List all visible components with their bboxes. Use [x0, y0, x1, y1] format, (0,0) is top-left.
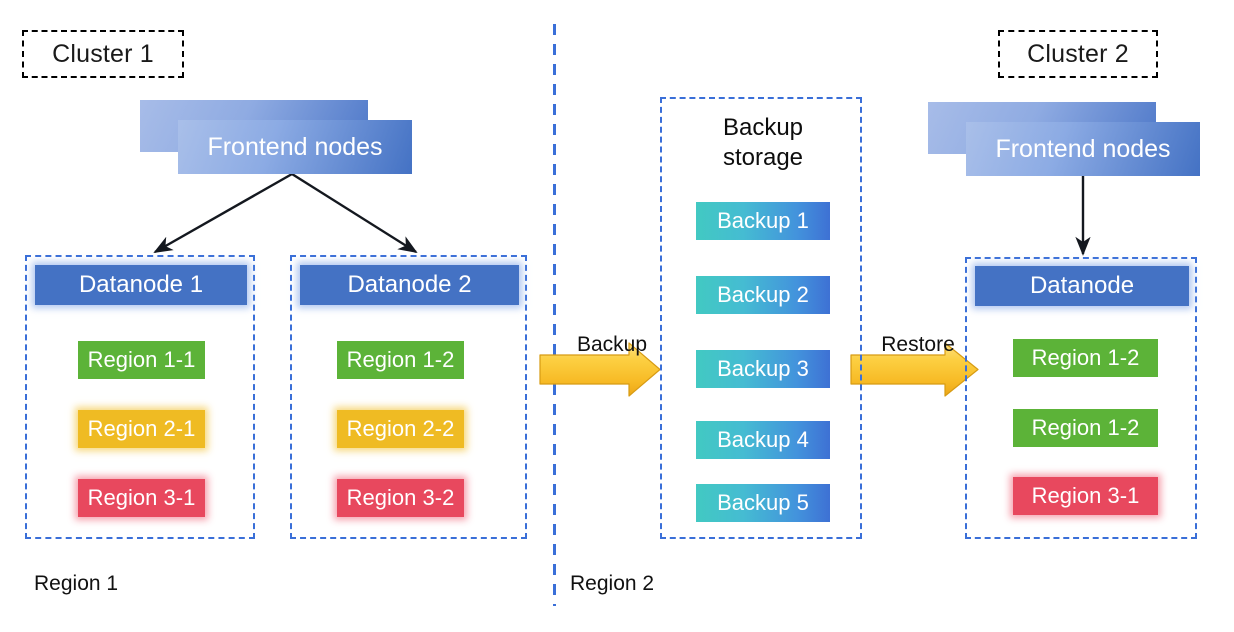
arrow-frontend-to-datanode1 [153, 172, 293, 254]
region-label-3-2: Region 1-2 [1031, 415, 1140, 440]
backup-chip-1[interactable]: Backup 1 [696, 202, 830, 240]
backup-label-2: Backup 2 [717, 282, 809, 307]
backup-storage-title: Backup storage [662, 113, 864, 173]
region-chip-2-2[interactable]: Region 2-2 [337, 410, 464, 448]
backup-label-3: Backup 3 [717, 356, 809, 381]
region-1-caption-text: Region 1 [34, 572, 119, 595]
region-label-1-1: Region 1-1 [87, 347, 196, 372]
backup-label-4: Backup 4 [717, 427, 809, 452]
datanode-name-3: Datanode [1029, 272, 1135, 299]
frontend-node-front-card-2: Frontend nodes [966, 122, 1200, 176]
backup-flow-label: Backup [566, 333, 658, 357]
region-chip-1-3[interactable]: Region 3-1 [78, 479, 205, 517]
region-chip-1-2[interactable]: Region 2-1 [78, 410, 205, 448]
backup-storage-title-line-1: Backup [722, 114, 804, 141]
backup-chip-2[interactable]: Backup 2 [696, 276, 830, 314]
region-chip-1-1[interactable]: Region 1-1 [78, 341, 205, 379]
region-label-1-2: Region 2-1 [87, 416, 196, 441]
backup-chip-3[interactable]: Backup 3 [696, 350, 830, 388]
region-label-2-3: Region 3-2 [346, 485, 455, 510]
cluster-tag-2-label: Cluster 2 [1027, 39, 1129, 68]
region-label-3-1: Region 1-2 [1031, 345, 1140, 370]
backup-label-1: Backup 1 [717, 208, 809, 233]
region-label-3-3: Region 3-1 [1031, 483, 1140, 508]
datanode-container-3: Datanode Region 1-2 Region 1-2 Region 3-… [965, 257, 1197, 539]
region-2-caption-text: Region 2 [570, 572, 655, 595]
arrow-frontend-to-datanode2 [291, 172, 418, 254]
datanode-name-1: Datanode 1 [78, 271, 204, 298]
cluster-tag-1: Cluster 1 [22, 30, 184, 78]
backup-flow-label-text: Backup [576, 333, 648, 356]
backup-storage-title-line-2: storage [722, 144, 804, 171]
cluster-tag-1-label: Cluster 1 [52, 39, 154, 68]
backup-chip-4[interactable]: Backup 4 [696, 421, 830, 459]
frontend-nodes-label-1: Frontend nodes [207, 132, 383, 161]
datanode-header-1[interactable]: Datanode 1 [35, 265, 247, 305]
backup-storage-container: Backup storage Backup 1 Backup 2 Backup … [660, 97, 862, 539]
frontend-nodes-label-2: Frontend nodes [995, 134, 1171, 163]
region-chip-2-1[interactable]: Region 1-2 [337, 341, 464, 379]
region-chip-3-2[interactable]: Region 1-2 [1013, 409, 1158, 447]
region-chip-3-3[interactable]: Region 3-1 [1013, 477, 1158, 515]
datanode-header-2[interactable]: Datanode 2 [300, 265, 519, 305]
datanode-container-1: Datanode 1 Region 1-1 Region 2-1 Region … [25, 255, 255, 539]
region-label-1-3: Region 3-1 [87, 485, 196, 510]
restore-flow-label: Restore [870, 333, 966, 357]
region-chip-2-3[interactable]: Region 3-2 [337, 479, 464, 517]
datanode-header-3[interactable]: Datanode [975, 266, 1189, 306]
backup-label-5: Backup 5 [717, 490, 809, 515]
cluster-tag-2: Cluster 2 [998, 30, 1158, 78]
datanode-container-2: Datanode 2 Region 1-2 Region 2-2 Region … [290, 255, 527, 539]
backup-chip-5[interactable]: Backup 5 [696, 484, 830, 522]
datanode-name-2: Datanode 2 [347, 271, 472, 298]
region-label-2-1: Region 1-2 [346, 347, 455, 372]
restore-flow-label-text: Restore [881, 333, 955, 356]
region-label-2-2: Region 2-2 [346, 416, 455, 441]
region-chip-3-1[interactable]: Region 1-2 [1013, 339, 1158, 377]
region-1-caption: Region 1 [34, 572, 118, 596]
frontend-node-front-card: Frontend nodes [178, 120, 412, 174]
region-2-caption: Region 2 [570, 572, 654, 596]
